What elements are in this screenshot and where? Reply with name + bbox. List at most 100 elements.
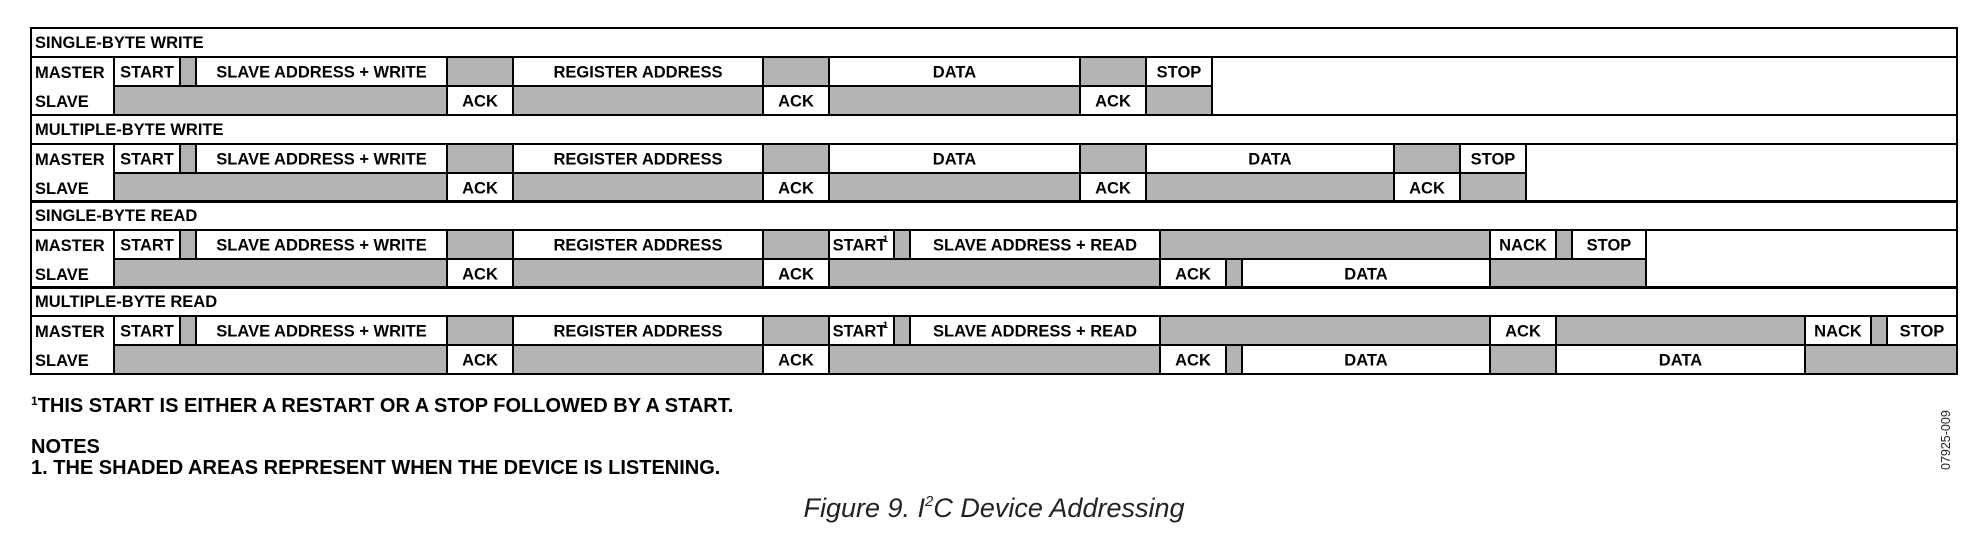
slave-cell-label: ACK: [462, 352, 498, 370]
master-listen-slot: [446, 315, 514, 346]
master-cell: [909, 315, 1161, 346]
slave-listen-slot: [1489, 344, 1557, 375]
slave-listen-slot: [113, 258, 448, 289]
master-cell-label: SLAVE ADDRESS + WRITE: [216, 237, 426, 255]
slave-listen-slot: [1225, 258, 1243, 289]
master-cell: [1886, 315, 1958, 346]
master-cell-label: STOP: [1587, 237, 1632, 255]
master-listen-slot: [1079, 56, 1147, 87]
master-cell-label: START: [120, 64, 174, 82]
slave-listen-slot: [113, 85, 448, 116]
master-cell-label: SLAVE ADDRESS + WRITE: [216, 64, 426, 82]
master-listen-slot: [762, 315, 830, 346]
master-cell-label: START: [120, 151, 174, 169]
slave-cell-label: ACK: [462, 266, 498, 284]
slave-cell-label: ACK: [1095, 93, 1131, 111]
master-cell: [1804, 315, 1872, 346]
slave-listen-slot: [828, 344, 1161, 375]
master-cell-label: REGISTER ADDRESS: [554, 237, 723, 255]
slave-cell: [762, 85, 830, 116]
master-cell: [512, 315, 764, 346]
master-listen-slot: [179, 143, 197, 174]
slave-listen-slot: [113, 172, 448, 203]
master-listen-slot: [762, 143, 830, 174]
sequence-title: SINGLE-BYTE WRITE: [35, 34, 204, 52]
slave-label: SLAVE: [35, 180, 89, 198]
master-cell: [1145, 56, 1213, 87]
slave-listen-slot: [1145, 85, 1213, 116]
master-cell: [512, 143, 764, 174]
slave-label: SLAVE: [35, 93, 89, 111]
footnote-text: THIS START IS EITHER A RESTART OR A STOP…: [37, 395, 734, 417]
master-listen-slot: [179, 229, 197, 260]
footnote-marker: 1: [31, 394, 38, 408]
slave-listen-slot: [512, 258, 764, 289]
master-cell: [113, 229, 181, 260]
master-cell-label: STOP: [1900, 323, 1945, 341]
master-listen-slot: [446, 229, 514, 260]
master-listen-slot: [762, 56, 830, 87]
slave-cell-label: DATA: [1659, 352, 1702, 370]
master-cell-label-superscript: 1: [883, 320, 888, 330]
slave-listen-slot: [1804, 344, 1958, 375]
master-cell-label: DATA: [933, 64, 976, 82]
master-cell-label: REGISTER ADDRESS: [554, 323, 723, 341]
master-cell: [828, 229, 895, 260]
slave-cell: [1393, 172, 1461, 203]
slave-cell-label: ACK: [1175, 266, 1211, 284]
master-cell: [195, 315, 448, 346]
master-listen-slot: [446, 143, 514, 174]
slave-cell-label: ACK: [778, 266, 814, 284]
master-cell-label: START: [120, 237, 174, 255]
sequence-title: MULTIPLE-BYTE WRITE: [35, 121, 224, 139]
slave-listen-slot: [512, 85, 764, 116]
slave-cell-label: ACK: [1409, 180, 1445, 198]
slave-cell-label: ACK: [778, 352, 814, 370]
figure-caption: Figure 9. I2C Device Addressing: [0, 493, 1988, 524]
caption-suffix: C Device Addressing: [933, 493, 1185, 523]
slave-cell-label: DATA: [1344, 352, 1387, 370]
master-cell-label: REGISTER ADDRESS: [554, 151, 723, 169]
master-cell-label-superscript: 1: [883, 234, 888, 244]
master-cell-label: DATA: [933, 151, 976, 169]
master-cell-label: ACK: [1505, 323, 1541, 341]
sequence-title: SINGLE-BYTE READ: [35, 207, 197, 225]
slave-cell-label: ACK: [462, 93, 498, 111]
master-listen-slot: [1870, 315, 1888, 346]
master-cell-label: SLAVE ADDRESS + READ: [933, 237, 1137, 255]
slave-listen-slot: [828, 85, 1081, 116]
slave-label: SLAVE: [35, 352, 89, 370]
master-listen-slot: [1555, 315, 1806, 346]
slave-label: SLAVE: [35, 266, 89, 284]
master-cell-label: NACK: [1499, 237, 1547, 255]
i2c-addressing-diagram: SINGLE-BYTE WRITE MASTER SLAVE START SLAVE A…: [30, 27, 1958, 375]
slave-cell-label: ACK: [1095, 180, 1131, 198]
slave-listen-slot: [828, 172, 1081, 203]
master-label: MASTER: [35, 323, 105, 341]
master-label: MASTER: [35, 151, 105, 169]
slave-cell-label: ACK: [462, 180, 498, 198]
slave-listen-slot: [1459, 172, 1527, 203]
master-listen-slot: [1079, 143, 1147, 174]
slave-listen-slot: [512, 344, 764, 375]
slave-listen-slot: [512, 172, 764, 203]
master-cell-label: STOP: [1471, 151, 1516, 169]
notes-item: 1. THE SHADED AREAS REPRESENT WHEN THE D…: [31, 457, 721, 479]
master-cell-label: START: [833, 323, 887, 341]
master-cell-label: REGISTER ADDRESS: [554, 64, 723, 82]
master-listen-slot: [179, 56, 197, 87]
slave-cell: [1079, 172, 1147, 203]
master-label: MASTER: [35, 237, 105, 255]
slave-cell-label: ACK: [778, 93, 814, 111]
slave-cell-label: DATA: [1344, 266, 1387, 284]
slave-cell-label: ACK: [1175, 352, 1211, 370]
master-cell-label: START: [120, 323, 174, 341]
master-listen-slot: [1393, 143, 1461, 174]
caption-superscript: 2: [925, 493, 934, 510]
slave-listen-slot: [828, 258, 1161, 289]
master-cell: [195, 143, 448, 174]
master-listen-slot: [893, 315, 911, 346]
master-listen-slot: [1159, 229, 1491, 260]
master-listen-slot: [893, 229, 911, 260]
master-cell-label: NACK: [1814, 323, 1862, 341]
